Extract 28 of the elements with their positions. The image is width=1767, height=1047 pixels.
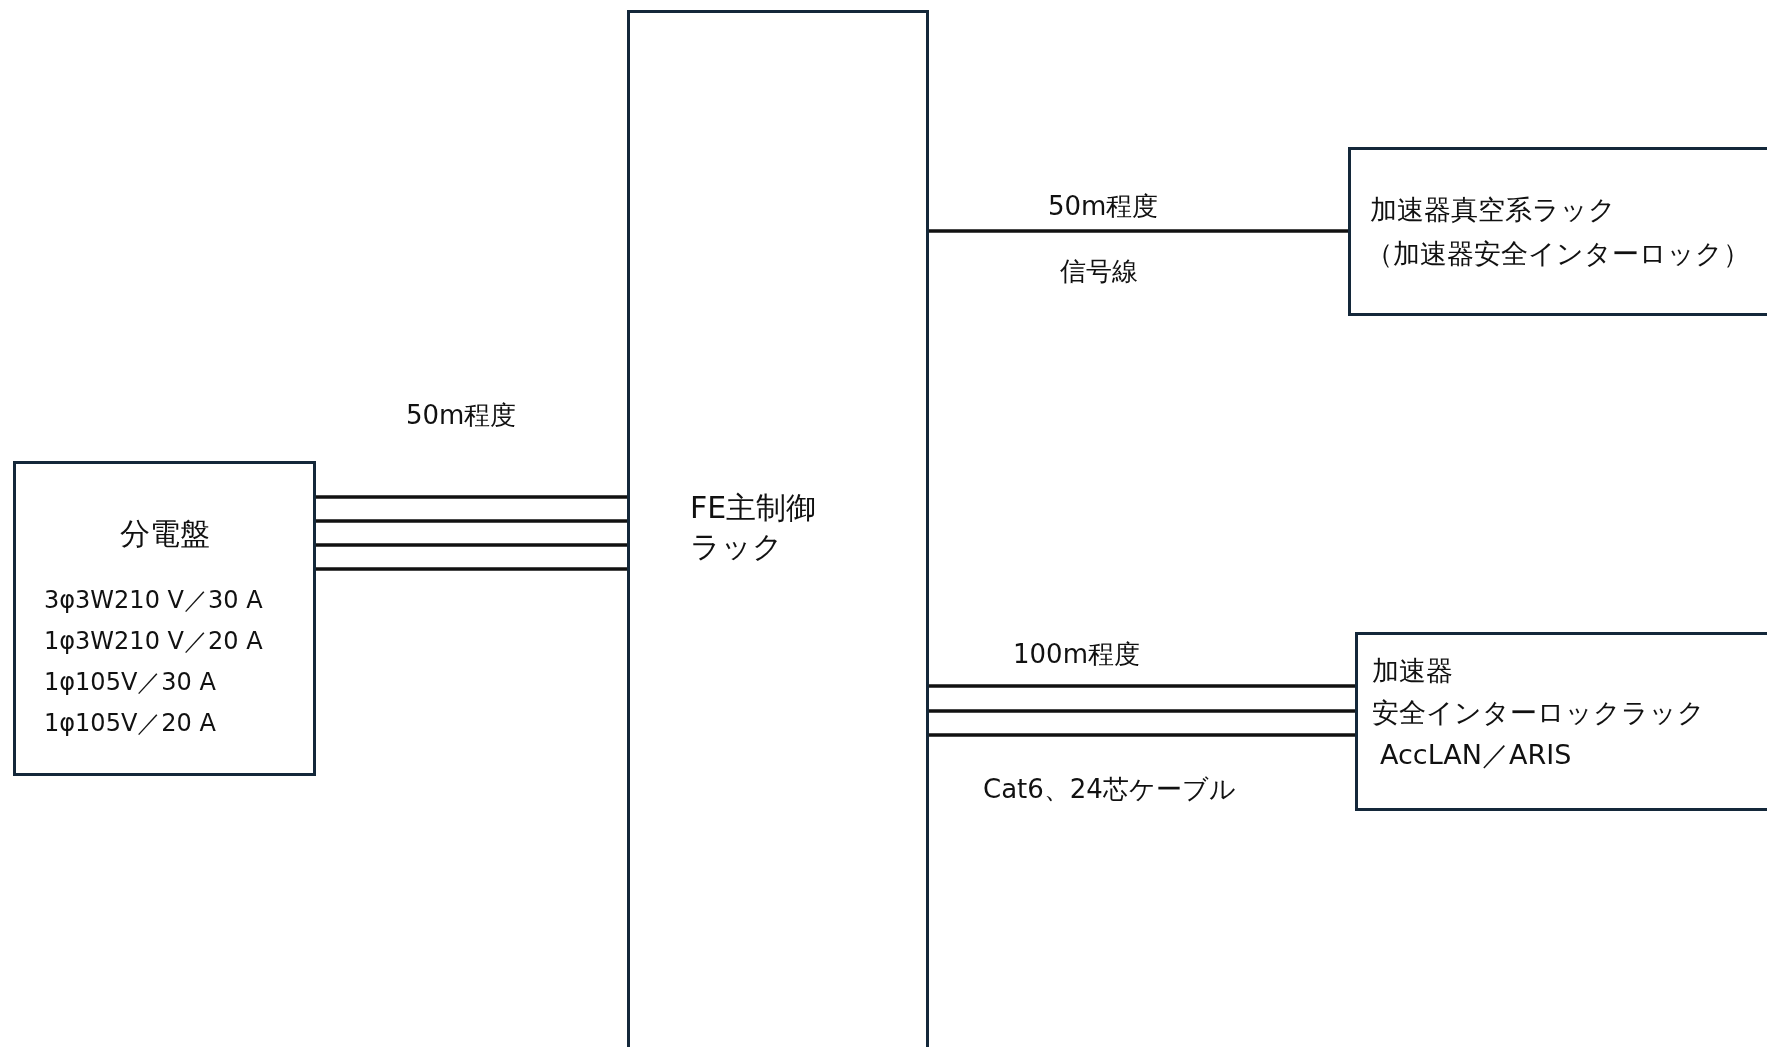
cable-note: Cat6、24芯ケーブル (983, 773, 1236, 806)
node-title: 加速器真空系ラック (1370, 193, 1616, 227)
cable-line (929, 709, 1355, 713)
cable-line (929, 229, 1348, 233)
node-text: 1φ105V／20 A (44, 708, 216, 739)
cable-line (316, 543, 627, 547)
node-text: 1φ105V／30 A (44, 667, 216, 698)
node-title: 加速器 (1372, 654, 1453, 688)
node-text: （加速器安全インターロック） (1366, 237, 1750, 271)
rack-box (1355, 632, 1767, 811)
node-text: 安全インターロックラック (1372, 696, 1705, 730)
cable-note: 信号線 (1060, 255, 1138, 288)
cable-line (316, 567, 627, 571)
rack-box (1348, 147, 1767, 316)
node-title: 分電盤 (118, 515, 211, 553)
cable-note: 50m程度 (406, 399, 517, 432)
cable-note: 50m程度 (1048, 190, 1159, 223)
distribution-panel-box (13, 461, 316, 776)
cable-note: 100m程度 (1013, 638, 1140, 671)
rack-box (627, 10, 929, 1047)
cable-line (929, 684, 1355, 688)
node-text: AccLAN／ARIS (1380, 738, 1572, 772)
node-title: FE主制御ラック (690, 489, 818, 566)
cable-line (316, 519, 627, 523)
cable-line (316, 495, 627, 499)
node-text: 1φ3W210 V／20 A (44, 626, 263, 657)
node-text: 3φ3W210 V／30 A (44, 585, 263, 616)
cable-line (929, 733, 1355, 737)
